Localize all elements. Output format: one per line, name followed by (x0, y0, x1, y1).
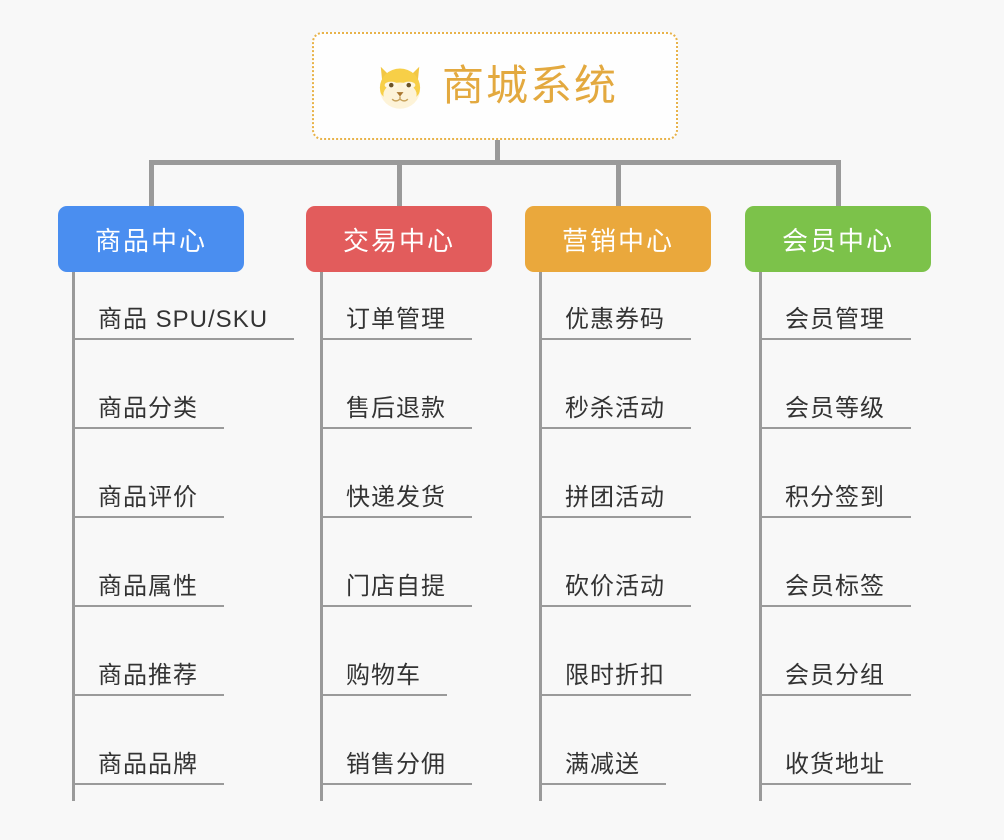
leaf-label: 会员分组 (759, 655, 911, 696)
branch-line-member-center (759, 272, 762, 801)
leaf-label: 秒杀活动 (539, 388, 691, 429)
leaf-label: 拼团活动 (539, 477, 691, 518)
root-node[interactable]: 商城系统 (312, 32, 678, 140)
connector-drop-4 (836, 160, 841, 208)
leaf-label: 售后退款 (320, 388, 472, 429)
category-header-marketing-center[interactable]: 营销中心 (525, 206, 711, 272)
leaf-label: 会员管理 (759, 299, 911, 340)
connector-bus (149, 160, 841, 165)
leaf-label: 砍价活动 (539, 566, 691, 607)
leaf-label: 商品推荐 (72, 655, 224, 696)
leaf-label: 积分签到 (759, 477, 911, 518)
leaf-label: 商品 SPU/SKU (72, 299, 295, 340)
leaf-label: 快递发货 (320, 477, 472, 518)
connector-drop-1 (149, 160, 154, 208)
connector-drop-2 (397, 160, 402, 208)
branch-line-marketing-center (539, 272, 542, 801)
connector-root-drop (495, 140, 500, 163)
leaf-label: 会员等级 (759, 388, 911, 429)
leaf-label: 会员标签 (759, 566, 911, 607)
category-label: 交易中心 (342, 225, 455, 256)
dog-face-icon (372, 58, 428, 114)
connector-drop-3 (616, 160, 621, 208)
leaf-label: 购物车 (320, 655, 447, 696)
root-title: 商城系统 (441, 62, 618, 109)
leaf-label: 商品品牌 (72, 744, 224, 785)
leaf-label: 商品评价 (72, 477, 224, 518)
category-header-trade-center[interactable]: 交易中心 (306, 206, 492, 272)
leaf-label: 满减送 (539, 744, 666, 785)
category-label: 商品中心 (94, 225, 207, 256)
leaf-label: 限时折扣 (539, 655, 691, 696)
leaf-label: 门店自提 (320, 566, 472, 607)
leaf-label: 商品属性 (72, 566, 224, 607)
leaf-label: 销售分佣 (320, 744, 472, 785)
column-marketing-center: 营销中心 优惠券码 秒杀活动 拼团活动 砍价活动 限时折扣 满减送 (525, 206, 711, 801)
category-label: 会员中心 (781, 225, 894, 256)
category-header-product-center[interactable]: 商品中心 (58, 206, 244, 272)
branch-line-product-center (72, 272, 75, 801)
leaf-label: 商品分类 (72, 388, 224, 429)
column-trade-center: 交易中心 订单管理 售后退款 快递发货 门店自提 购物车 销售分佣 (306, 206, 492, 801)
leaf-label: 收货地址 (759, 744, 911, 785)
leaf-label: 订单管理 (320, 299, 472, 340)
column-member-center: 会员中心 会员管理 会员等级 积分签到 会员标签 会员分组 收货地址 (745, 206, 931, 801)
leaf-label: 优惠券码 (539, 299, 691, 340)
category-label: 营销中心 (561, 225, 674, 256)
branch-line-trade-center (320, 272, 323, 801)
column-product-center: 商品中心 商品 SPU/SKU 商品分类 商品评价 商品属性 商品推荐 商品品牌 (58, 206, 295, 801)
category-header-member-center[interactable]: 会员中心 (745, 206, 931, 272)
